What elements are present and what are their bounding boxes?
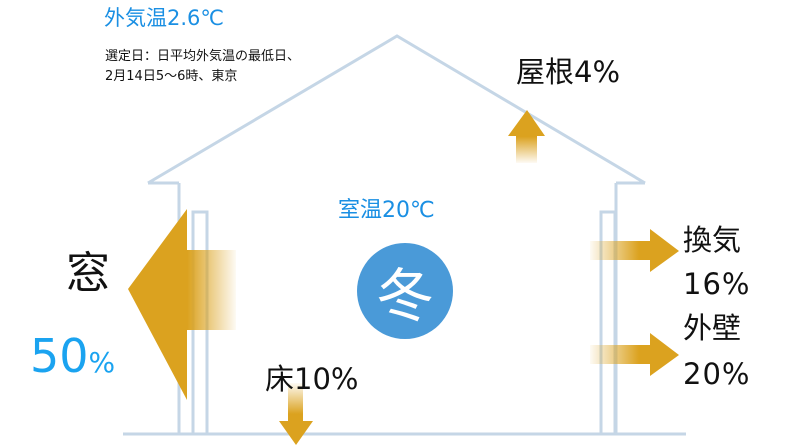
heat-loss-arrow-right-wall	[590, 333, 679, 376]
room-temperature: 室温20℃	[338, 198, 435, 223]
window-value-unit: %	[88, 346, 116, 379]
window-heat-loss-value: 50%	[30, 333, 115, 379]
window-value-number: 50	[30, 329, 89, 383]
outside-temperature: 外気温2.6℃	[104, 6, 224, 30]
window-heat-loss-label: 窓	[66, 248, 110, 299]
wall-heat-loss-value: 20%	[683, 357, 751, 391]
house-outline	[123, 34, 686, 436]
ventilation-heat-loss-label: 換気	[683, 223, 742, 257]
selection-note-line2: 2月14日5～6時、東京	[105, 69, 238, 84]
roof-heat-loss-label: 屋根4%	[516, 55, 621, 89]
selection-note: 選定日：日平均外気温の最低日、 2月14日5～6時、東京	[105, 47, 405, 87]
heat-loss-arrow-left	[128, 209, 236, 400]
heat-loss-arrow-up	[508, 110, 545, 163]
selection-note-line1: 選定日：日平均外気温の最低日、	[105, 49, 301, 64]
heat-loss-arrow-down	[279, 383, 313, 445]
season-badge: 冬	[357, 243, 453, 339]
floor-heat-loss-label: 床10%	[265, 362, 359, 396]
heat-loss-arrow-right-ventilation	[590, 229, 679, 272]
wall-heat-loss-label: 外壁	[683, 311, 742, 345]
ventilation-heat-loss-value: 16%	[683, 267, 751, 301]
